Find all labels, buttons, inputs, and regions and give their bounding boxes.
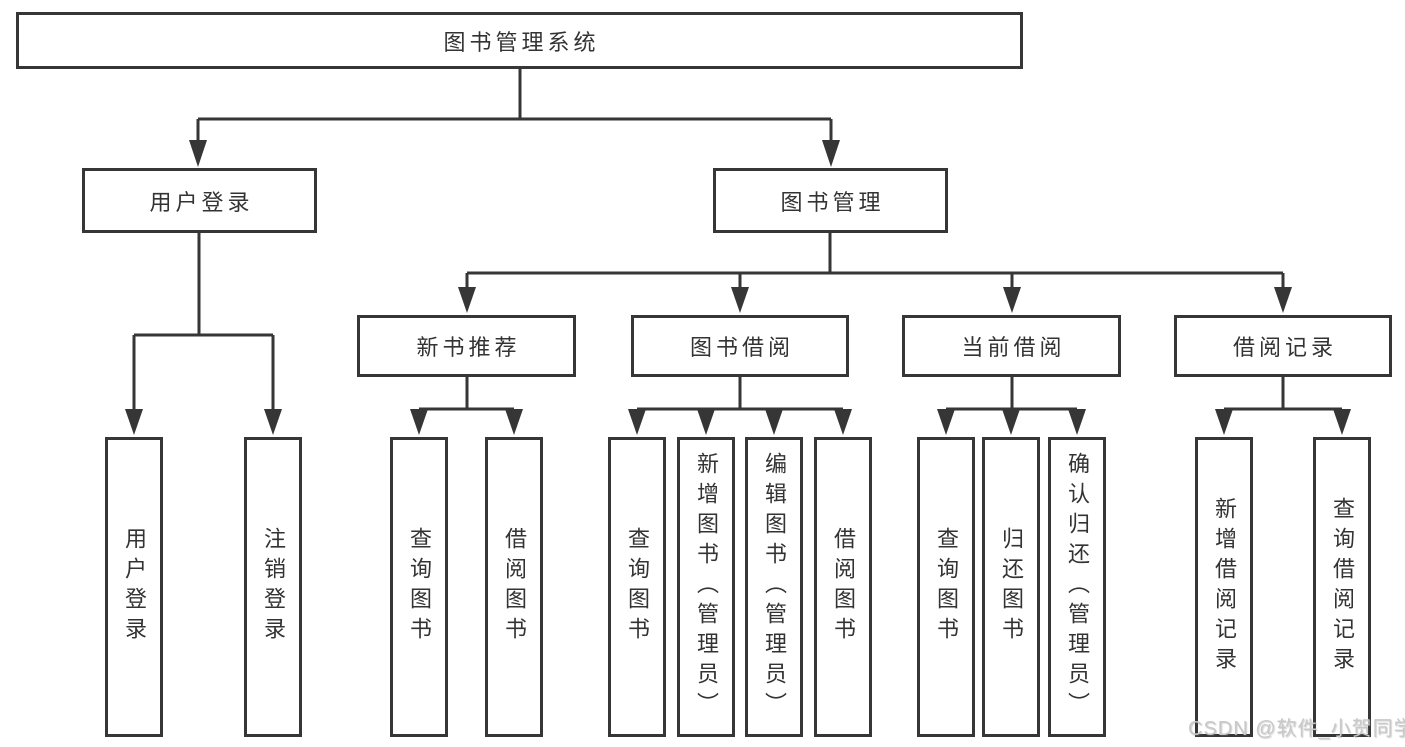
node-book-management: 图书管理 (713, 168, 948, 233)
leaf-query-books-recommend: 查询图书 (390, 437, 448, 737)
node-label: 当前借阅 (961, 335, 1066, 360)
leaf-confirm-return-admin: 确认归还（管理员） (1048, 437, 1106, 737)
node-label: 查询图书 (625, 527, 650, 647)
node-new-book-recommendation: 新书推荐 (357, 315, 576, 377)
leaf-edit-books-admin: 编辑图书（管理员） (745, 437, 803, 737)
node-book-borrowing: 图书借阅 (631, 315, 849, 377)
node-label: 借阅记录 (1232, 335, 1337, 360)
csdn-watermark: CSDN @软件_小贺同学 (1188, 718, 1405, 740)
node-user-login: 用户登录 (82, 168, 317, 233)
node-label: 用户登录 (149, 189, 254, 215)
leaf-query-borrow-record: 查询借阅记录 (1313, 437, 1371, 737)
node-borrowing-records: 借阅记录 (1174, 315, 1392, 377)
leaf-logout: 注销登录 (244, 437, 302, 737)
node-label: 查询借阅记录 (1330, 497, 1355, 677)
node-label: 新书推荐 (416, 335, 521, 360)
node-label: 新增图书（管理员） (694, 452, 719, 722)
node-label: 注销登录 (261, 527, 286, 647)
node-library-management-system: 图书管理系统 (16, 12, 1023, 69)
leaf-user-login: 用户登录 (105, 437, 163, 737)
leaf-borrow-books: 借阅图书 (814, 437, 872, 737)
leaf-borrow-books-recommend: 借阅图书 (485, 437, 543, 737)
node-label: 用户登录 (122, 527, 147, 647)
leaf-query-books-current: 查询图书 (917, 437, 975, 737)
node-label: 归还图书 (999, 527, 1024, 647)
node-label: 查询图书 (934, 527, 959, 647)
leaf-add-borrow-record: 新增借阅记录 (1195, 437, 1253, 737)
node-label: 图书借阅 (689, 335, 794, 360)
node-label: 编辑图书（管理员） (762, 452, 787, 722)
leaf-query-books-borrow: 查询图书 (608, 437, 666, 737)
node-label: 新增借阅记录 (1212, 497, 1237, 677)
node-label: 借阅图书 (502, 527, 527, 647)
node-label: 图书管理 (780, 189, 885, 215)
node-label: 图书管理系统 (443, 29, 600, 55)
node-label: 查询图书 (407, 527, 432, 647)
node-label: 借阅图书 (831, 527, 856, 647)
leaf-return-books: 归还图书 (982, 437, 1040, 737)
node-label: 确认归还（管理员） (1065, 452, 1090, 722)
node-current-borrowing: 当前借阅 (902, 315, 1121, 377)
leaf-add-books-admin: 新增图书（管理员） (677, 437, 735, 737)
